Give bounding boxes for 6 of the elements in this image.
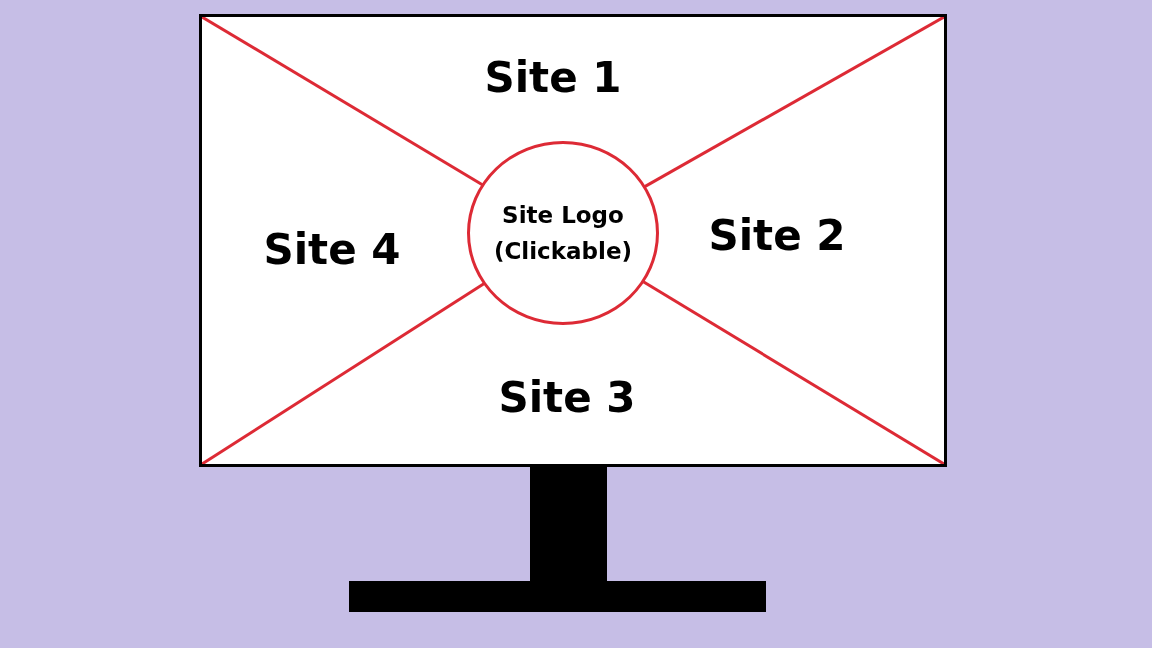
monitor-screen [199, 14, 947, 467]
site-label: Site 1 [484, 57, 622, 99]
site-label: Site 3 [498, 377, 636, 419]
site-label: Site 4 [263, 229, 401, 271]
placeholder-label: Site Logo (Clickable) [492, 201, 634, 266]
site-label: Site 2 [708, 215, 846, 257]
